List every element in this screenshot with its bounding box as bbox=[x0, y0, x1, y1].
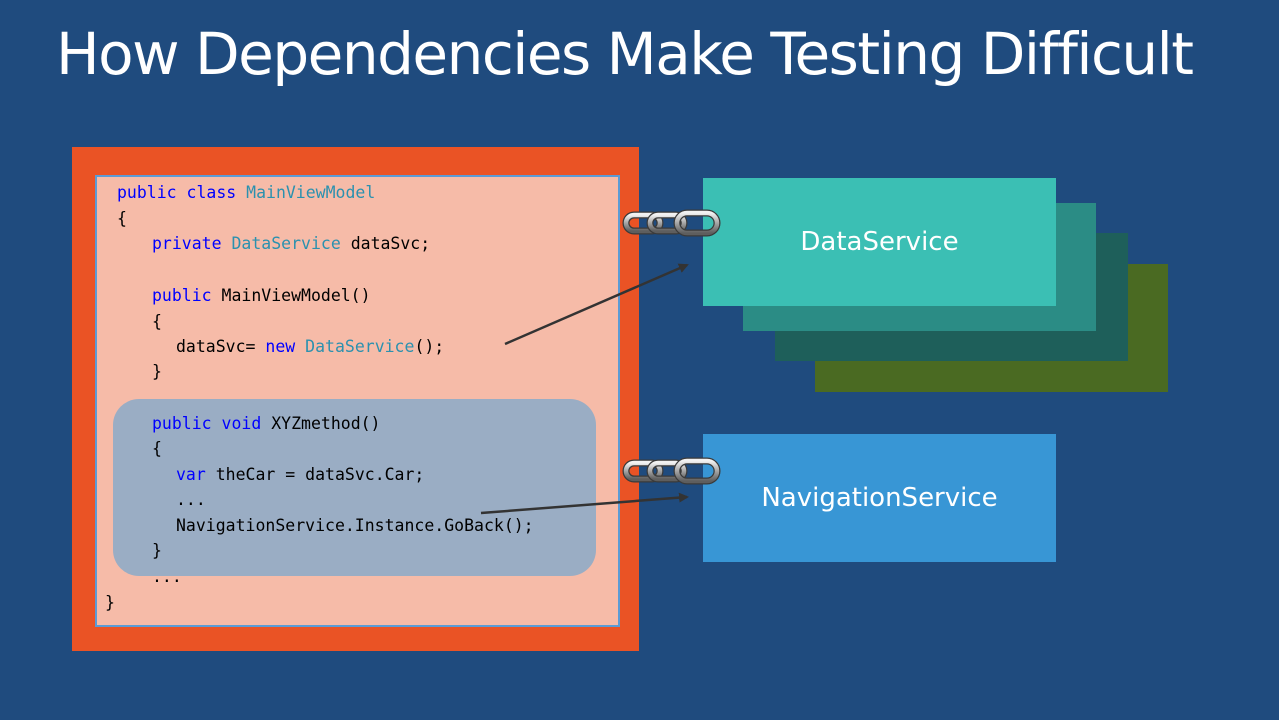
navigation-service-box: NavigationService bbox=[703, 434, 1056, 562]
code-line: } bbox=[105, 593, 115, 613]
code-keyword: public bbox=[152, 286, 222, 305]
dependency-arrow bbox=[480, 492, 689, 515]
dependency-arrow bbox=[504, 263, 689, 346]
code-type: MainViewModel bbox=[246, 183, 376, 202]
code-line: } bbox=[152, 541, 162, 561]
chain-link-icon bbox=[622, 209, 721, 237]
slide-title: How Dependencies Make Testing Difficult bbox=[56, 20, 1194, 88]
code-text: MainViewModel() bbox=[221, 286, 371, 305]
code-type: DataService bbox=[305, 337, 415, 356]
code-keyword: private bbox=[152, 234, 232, 253]
code-line: public MainViewModel() bbox=[152, 286, 371, 306]
code-text: } bbox=[105, 593, 115, 612]
code-text: ... bbox=[152, 567, 182, 586]
code-line: public void XYZmethod() bbox=[152, 414, 381, 434]
code-line: var theCar = dataSvc.Car; bbox=[176, 465, 424, 485]
code-line: { bbox=[152, 439, 162, 459]
code-text: { bbox=[152, 439, 162, 458]
code-text: dataSvc= bbox=[176, 337, 266, 356]
code-keyword: public class bbox=[117, 183, 247, 202]
code-type: DataService bbox=[231, 234, 341, 253]
code-line: private DataService dataSvc; bbox=[152, 234, 430, 254]
navigation-service-label: NavigationService bbox=[761, 483, 998, 513]
code-text: theCar = dataSvc.Car; bbox=[215, 465, 425, 484]
code-text: (); bbox=[414, 337, 445, 356]
data-service-box: DataService bbox=[703, 178, 1056, 306]
code-text: } bbox=[152, 362, 162, 381]
code-keyword: public void bbox=[152, 414, 272, 433]
code-line: ... bbox=[176, 490, 206, 510]
code-text: { bbox=[117, 209, 127, 228]
code-keyword: new bbox=[265, 337, 306, 356]
code-text: dataSvc; bbox=[340, 234, 431, 253]
code-keyword: var bbox=[176, 465, 216, 484]
chain-link-icon bbox=[622, 457, 721, 485]
code-line: ... bbox=[152, 567, 182, 587]
code-line: dataSvc= new DataService(); bbox=[176, 337, 444, 357]
code-text: ... bbox=[176, 490, 206, 509]
code-text: { bbox=[152, 312, 162, 331]
code-line: { bbox=[152, 312, 162, 332]
code-text: XYZmethod() bbox=[271, 414, 381, 433]
code-line: public class MainViewModel bbox=[117, 183, 375, 203]
code-line: NavigationService.Instance.GoBack(); bbox=[176, 516, 534, 536]
code-text: NavigationService.Instance.GoBack(); bbox=[176, 516, 534, 535]
method-highlight bbox=[113, 399, 596, 576]
code-text: } bbox=[152, 541, 162, 560]
data-service-label: DataService bbox=[800, 227, 959, 257]
code-line: } bbox=[152, 362, 162, 382]
code-line: { bbox=[117, 209, 127, 229]
